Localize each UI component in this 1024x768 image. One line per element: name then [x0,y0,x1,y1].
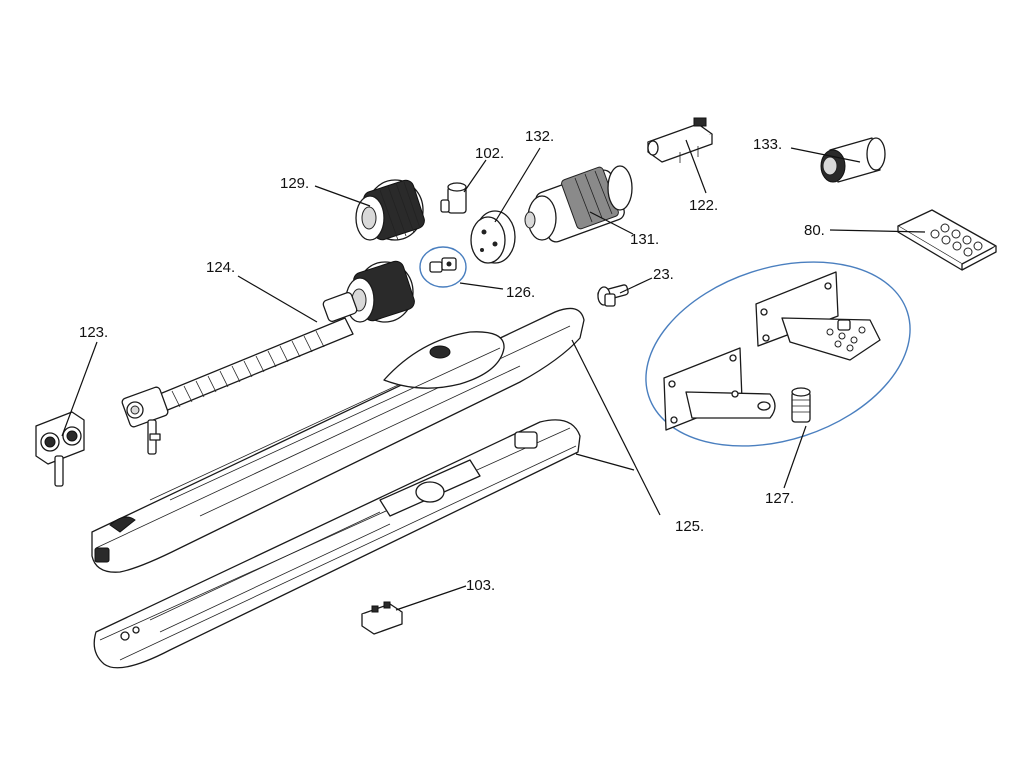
leader-131 [589,211,634,235]
bracket-plate-right [755,271,881,361]
highlight-ellipse-brackets [645,261,911,447]
leader-133 [790,147,861,163]
callout-labels: 102. 132. 129. 122. 133. 131. 80. 124. 2… [79,128,825,594]
leader-103 [395,585,467,611]
callout-126: 126. [506,284,535,301]
leader-125b [575,453,635,471]
leader-123 [61,341,98,437]
part-124-worm-shaft [121,260,415,455]
part-102-fitting [440,182,467,214]
part-80-plate [897,209,997,271]
leader-126 [459,282,504,290]
leader-102 [463,159,487,193]
callout-122: 122. [689,197,718,214]
callout-23: 23. [653,266,674,283]
callout-124: 124. [206,259,235,276]
leader-80 [829,229,926,233]
highlight-ellipse-126 [419,246,467,288]
leader-127 [783,425,807,489]
callout-131: 131. [630,231,659,248]
part-126-nuts [429,257,457,273]
callout-127: 127. [765,490,794,507]
callout-129: 129. [280,175,309,192]
part-127-connector [791,387,811,423]
callout-133: 133. [753,136,782,153]
callout-80: 80. [804,222,825,239]
part-132-disc [470,210,516,264]
leader-23 [619,277,653,294]
leader-lines [61,139,926,611]
leader-122 [685,139,707,194]
part-123-end-bracket [35,411,85,487]
callout-102: 102. [475,145,504,162]
callout-123: 123. [79,324,108,341]
callout-132: 132. [525,128,554,145]
part-133-cylinder [820,137,886,183]
part-125-top-cover [91,307,585,573]
part-131-motor [524,165,633,243]
part-129-gear-wheel [355,179,425,241]
leader-125a [571,339,661,516]
part-125-bottom-housing [93,419,581,669]
callout-125: 125. [675,518,704,535]
leader-129 [314,185,371,207]
leader-132 [494,147,541,223]
part-103-block [361,601,403,635]
part-23-key [597,284,629,307]
callout-103: 103. [466,577,495,594]
leader-124 [237,275,318,323]
bracket-plate-left [663,347,776,431]
part-122-bracket [647,117,713,163]
